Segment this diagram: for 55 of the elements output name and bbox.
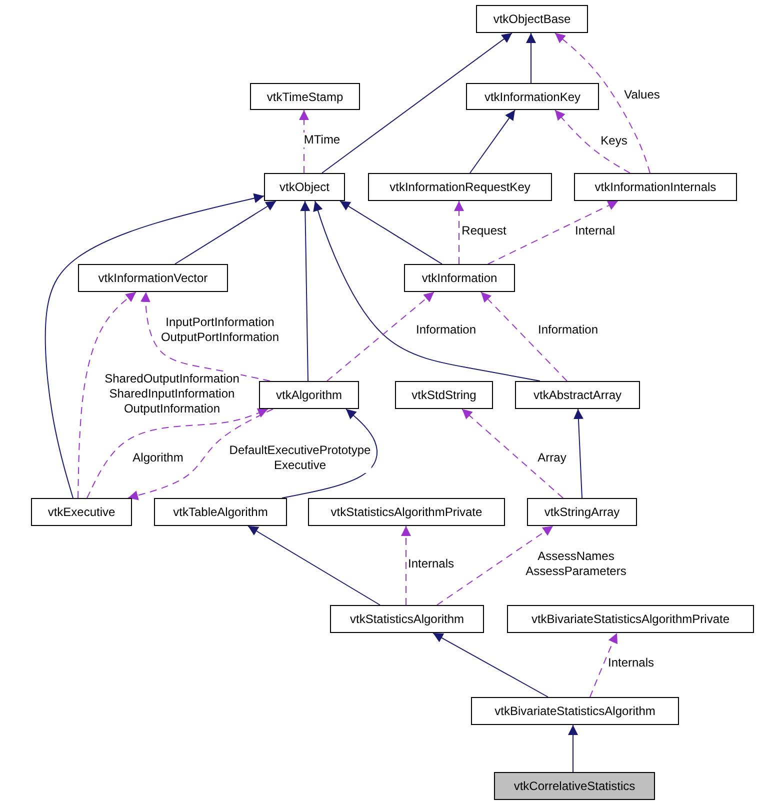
class-box: vtkBivariateStatisticsAlgorithm bbox=[471, 697, 679, 725]
class-box: vtkAbstractArray bbox=[515, 381, 640, 409]
dashed-arrow bbox=[436, 526, 554, 606]
dashed-arrow bbox=[140, 292, 270, 382]
dashed-arrow bbox=[554, 32, 650, 174]
edge-label: Algorithm bbox=[132, 450, 184, 466]
class-box: vtkExecutive bbox=[31, 498, 132, 526]
class-box: vtkObjectBase bbox=[476, 5, 588, 33]
arrow bbox=[432, 632, 548, 698]
dashed-arrow bbox=[590, 632, 618, 698]
arrow bbox=[470, 110, 516, 174]
class-box: vtkTimeStamp bbox=[250, 83, 360, 110]
class-box: vtkTableAlgorithm bbox=[154, 498, 287, 526]
arrow bbox=[568, 724, 578, 772]
class-box: vtkAlgorithm bbox=[259, 381, 359, 409]
class-box: vtkInformationRequestKey bbox=[368, 173, 552, 201]
dashed-arrow bbox=[299, 110, 309, 174]
arrow bbox=[300, 200, 310, 382]
edge-label: SharedOutputInformation SharedInputInformation OutputInformation bbox=[104, 372, 240, 416]
dashed-arrow bbox=[462, 408, 564, 498]
arrow bbox=[174, 200, 276, 264]
dashed-arrow bbox=[78, 292, 136, 498]
dashed-arrow bbox=[488, 200, 618, 264]
dashed-arrow bbox=[480, 292, 568, 382]
class-box: vtkStringArray bbox=[527, 498, 637, 526]
arrow bbox=[248, 526, 380, 606]
class-box: vtkInformationKey bbox=[466, 83, 599, 110]
edge-label: InputPortInformation OutputPortInformation bbox=[160, 315, 280, 345]
dashed-arrow bbox=[128, 408, 274, 500]
class-box: vtkObject bbox=[264, 173, 345, 201]
class-box: vtkStatisticsAlgorithm bbox=[330, 605, 484, 633]
class-box: vtkStdString bbox=[395, 381, 493, 409]
edge-label: Request bbox=[460, 224, 508, 238]
arrow bbox=[573, 408, 584, 498]
arrow bbox=[282, 408, 378, 498]
arrow bbox=[322, 32, 512, 174]
dashed-arrow bbox=[401, 526, 411, 606]
edge-label: Keys bbox=[600, 134, 628, 148]
edge-label: MTime bbox=[302, 132, 342, 148]
edge-label: DefaultExecutivePrototype Executive bbox=[228, 443, 372, 473]
class-box: vtkBivariateStatisticsAlgorithmPrivate bbox=[507, 605, 754, 633]
arrow bbox=[526, 32, 536, 84]
arrow bbox=[313, 200, 540, 382]
dashed-arrow bbox=[454, 200, 464, 264]
class-box: vtkInformation bbox=[404, 264, 515, 292]
class-box: vtkInformationVector bbox=[78, 264, 228, 292]
arrow bbox=[340, 200, 442, 264]
class-box: vtkStatisticsAlgorithmPrivate bbox=[308, 498, 505, 526]
class-box: vtkInformationInternals bbox=[574, 173, 737, 201]
dashed-arrow bbox=[326, 292, 434, 382]
edge-label: Array bbox=[536, 450, 568, 466]
dashed-arrow bbox=[86, 408, 268, 498]
dashed-arrow bbox=[554, 110, 630, 174]
arrow bbox=[44, 193, 264, 498]
class-box: vtkCorrelativeStatistics bbox=[494, 772, 655, 800]
